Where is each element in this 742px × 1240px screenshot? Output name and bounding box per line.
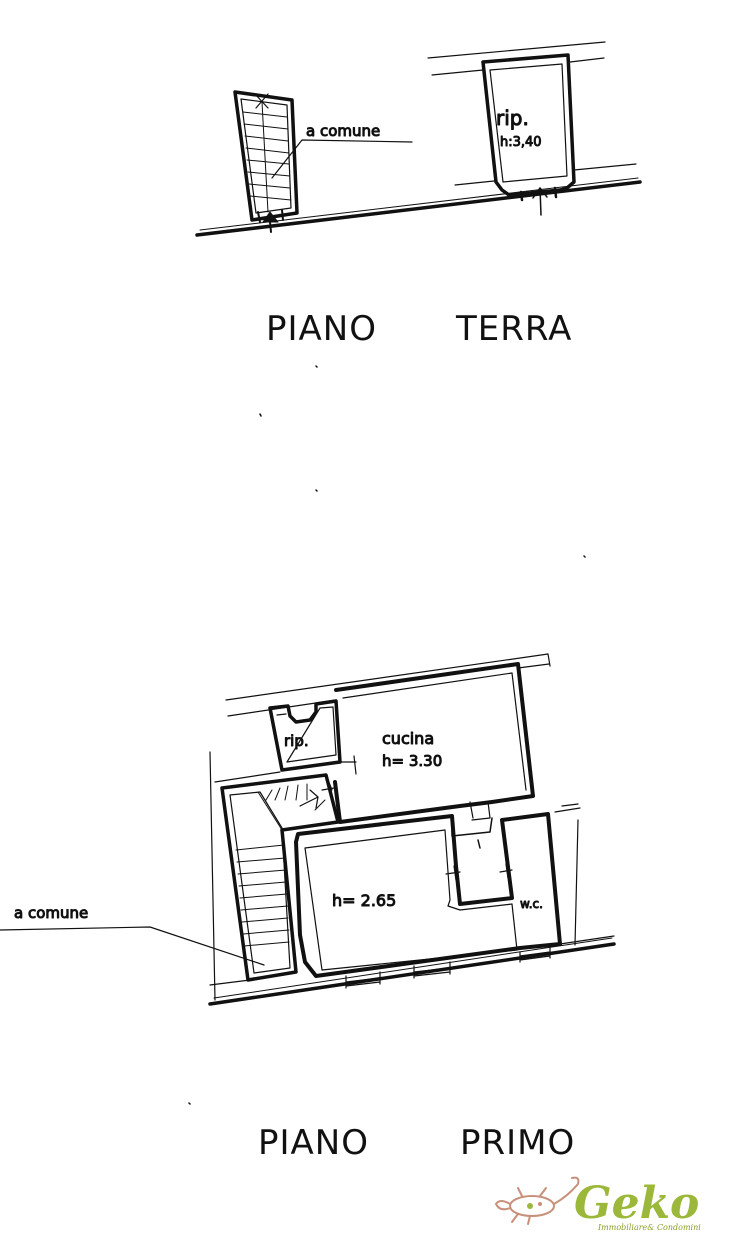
ground-stair-leader xyxy=(271,139,413,179)
ground-street-line xyxy=(195,180,642,237)
geko-logo: Geko Immobiliare& Condomini xyxy=(494,1176,701,1232)
gecko-icon xyxy=(494,1176,580,1225)
first-main-height: h= 2.65 xyxy=(332,891,396,910)
first-stair-label: a comune xyxy=(14,904,88,922)
first-kitchen-height: h= 3.30 xyxy=(382,752,442,770)
ground-staircase xyxy=(233,90,299,233)
first-street-line xyxy=(208,942,616,1006)
ground-floor-plan: a comune rip. h:3,40 xyxy=(195,41,642,237)
first-wc-label: w.c. xyxy=(520,897,543,911)
ground-storage-label: rip. xyxy=(496,106,529,130)
logo-tagline: Immobiliare& Condomini xyxy=(597,1223,701,1232)
ground-floor-title-left: PIANO xyxy=(266,309,377,349)
first-staircase xyxy=(220,773,340,982)
scan-specks xyxy=(188,365,586,1105)
ground-stair-label: a comune xyxy=(306,122,380,140)
first-floor-title-left: PIANO xyxy=(258,1123,369,1163)
first-storage-room xyxy=(268,699,342,772)
first-floor-title-right: PRIMO xyxy=(460,1123,575,1163)
first-kitchen xyxy=(332,662,535,824)
first-stair-leader xyxy=(0,926,265,966)
first-kitchen-label: cucina xyxy=(382,729,434,748)
ground-storage-room xyxy=(427,41,637,216)
ground-floor-title-right: TERRA xyxy=(455,309,572,349)
first-storage-label: rip. xyxy=(284,732,309,750)
logo-brand: Geko xyxy=(574,1178,699,1229)
ground-storage-height: h:3,40 xyxy=(500,135,542,150)
first-floor-plan: cucina h= 3.30 rip. a comun xyxy=(0,653,616,1006)
